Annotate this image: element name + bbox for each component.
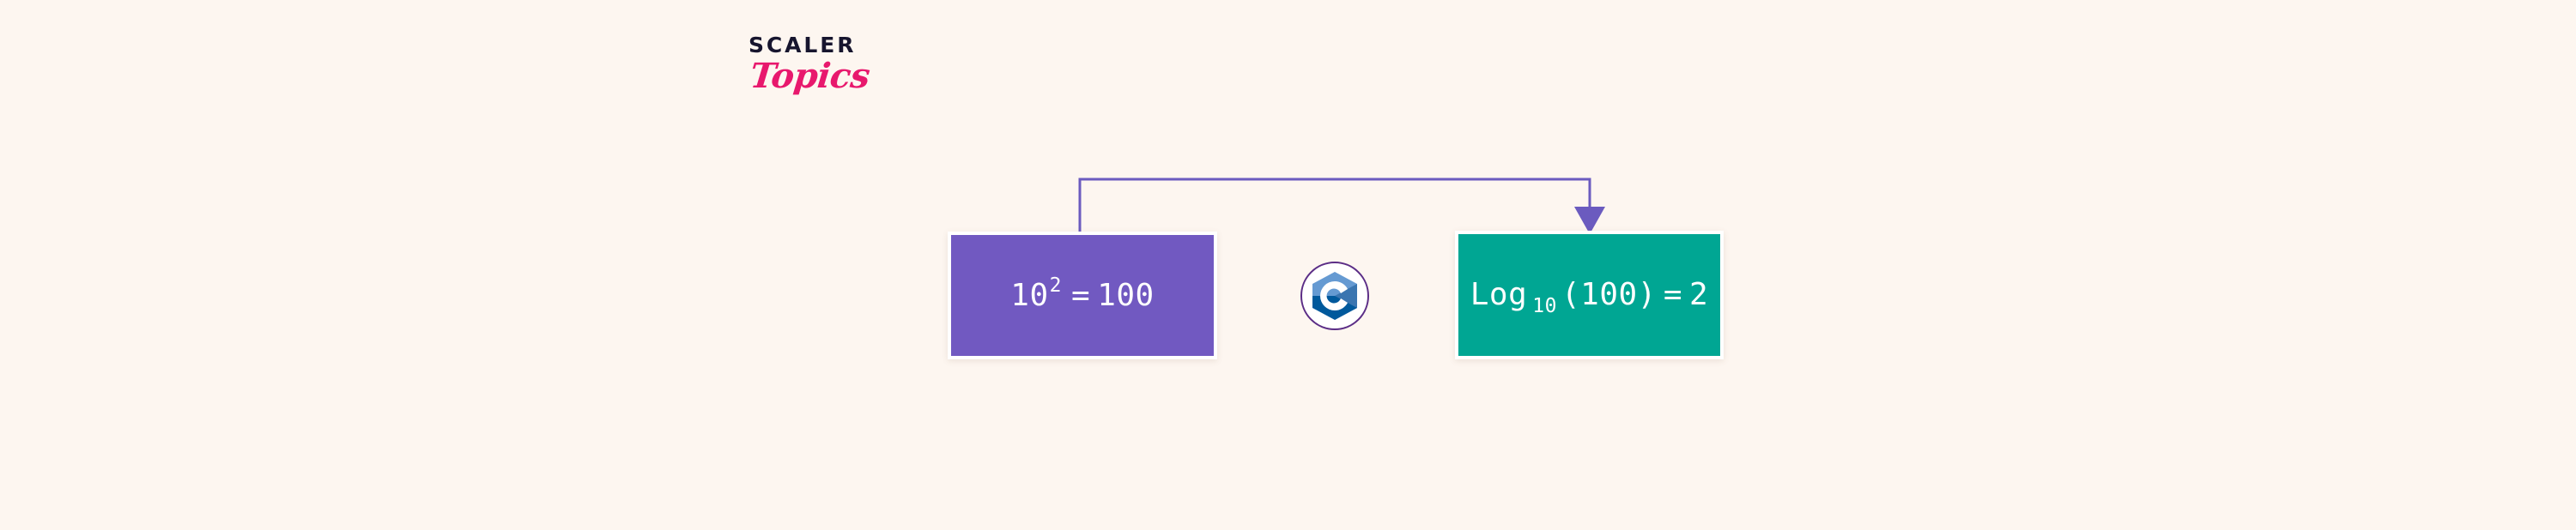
letter-c-glyph xyxy=(1320,281,1348,310)
log-result: 2 xyxy=(1689,277,1709,312)
brand-name-primary: SCALER xyxy=(749,33,857,57)
connector-path xyxy=(1078,178,1591,239)
power-equals: = xyxy=(1071,277,1091,313)
power-result: 100 xyxy=(1097,277,1155,313)
log-function: Log xyxy=(1470,277,1528,312)
c-language-badge xyxy=(1300,262,1369,330)
log-equals: = xyxy=(1663,277,1683,312)
brand-name-secondary: Topics xyxy=(748,56,872,96)
log-base: 10 xyxy=(1532,295,1557,317)
power-exponent: 2 xyxy=(1049,274,1062,297)
power-base: 10 xyxy=(1010,277,1049,313)
scaler-topics-logo: SCALER Topics xyxy=(749,34,912,120)
log-argument: (100) xyxy=(1561,277,1657,312)
c-language-logo-icon xyxy=(1312,272,1357,320)
